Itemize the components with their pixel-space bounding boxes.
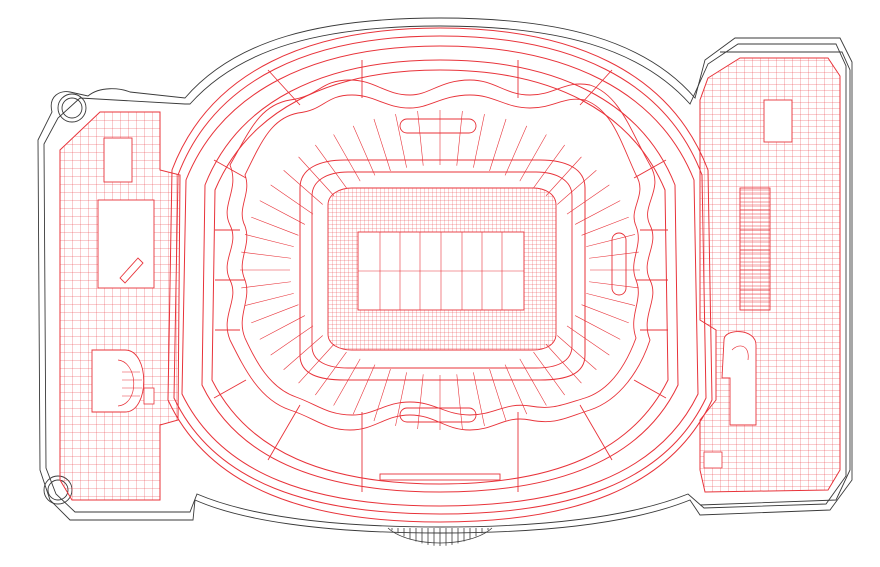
- aisle-line: [251, 304, 299, 324]
- east-annex: [699, 57, 841, 493]
- aisle-line: [417, 110, 424, 166]
- aisle-line: [259, 315, 305, 340]
- aisle-line: [315, 351, 347, 396]
- aisle-line: [566, 184, 610, 215]
- aisle-line: [333, 134, 361, 182]
- aisle-line: [417, 374, 424, 430]
- aisle-line: [259, 200, 305, 225]
- seating-bowl: [213, 60, 668, 492]
- aisle-line: [545, 344, 582, 384]
- aisle-line: [586, 234, 636, 247]
- aisle-line: [244, 234, 294, 247]
- aisle-line: [575, 315, 621, 340]
- aisle-line: [581, 304, 629, 324]
- concourse-ring: [167, 27, 713, 523]
- aisle-line: [586, 293, 636, 306]
- aisle-line: [333, 358, 361, 406]
- aisle-line: [270, 184, 314, 215]
- aisle-line: [395, 372, 407, 427]
- aisle-line: [504, 125, 528, 176]
- aisle-line: [352, 125, 376, 176]
- aisle-line: [456, 374, 463, 430]
- aisle-line: [244, 293, 294, 306]
- aisle-line: [298, 344, 335, 384]
- aisle-line: [270, 325, 314, 356]
- aisle-line: [489, 118, 507, 171]
- aisle-line: [315, 144, 347, 189]
- aisle-line: [589, 281, 639, 289]
- aisle-line: [283, 170, 323, 205]
- aisle-line: [557, 335, 597, 370]
- aisle-line: [533, 351, 565, 396]
- playing-field: [299, 159, 586, 381]
- aisle-line: [545, 156, 582, 196]
- aisle-line: [533, 144, 565, 189]
- west-annex: [59, 111, 181, 501]
- aisle-line: [373, 118, 391, 171]
- aisle-line: [473, 113, 485, 168]
- aisle-line: [352, 364, 376, 415]
- aisle-line: [241, 281, 291, 289]
- aisle-line: [557, 170, 597, 205]
- aisle-line: [589, 251, 639, 259]
- aisle-line: [456, 110, 463, 166]
- aisle-line: [283, 335, 323, 370]
- south-plaza-steps: [387, 527, 493, 546]
- aisle-line: [581, 216, 629, 236]
- aisle-line: [251, 216, 299, 236]
- aisle-line: [395, 113, 407, 168]
- aisle-line: [504, 364, 528, 415]
- aisle-line: [241, 251, 291, 259]
- aisle-line: [575, 200, 621, 225]
- aisle-line: [473, 372, 485, 427]
- aisle-line: [489, 369, 507, 422]
- aisle-line: [298, 156, 335, 196]
- aisle-line: [519, 134, 547, 182]
- aisle-line: [519, 358, 547, 406]
- aisle-line: [566, 325, 610, 356]
- aisle-line: [373, 369, 391, 422]
- stadium-outer-boundary: [37, 17, 853, 534]
